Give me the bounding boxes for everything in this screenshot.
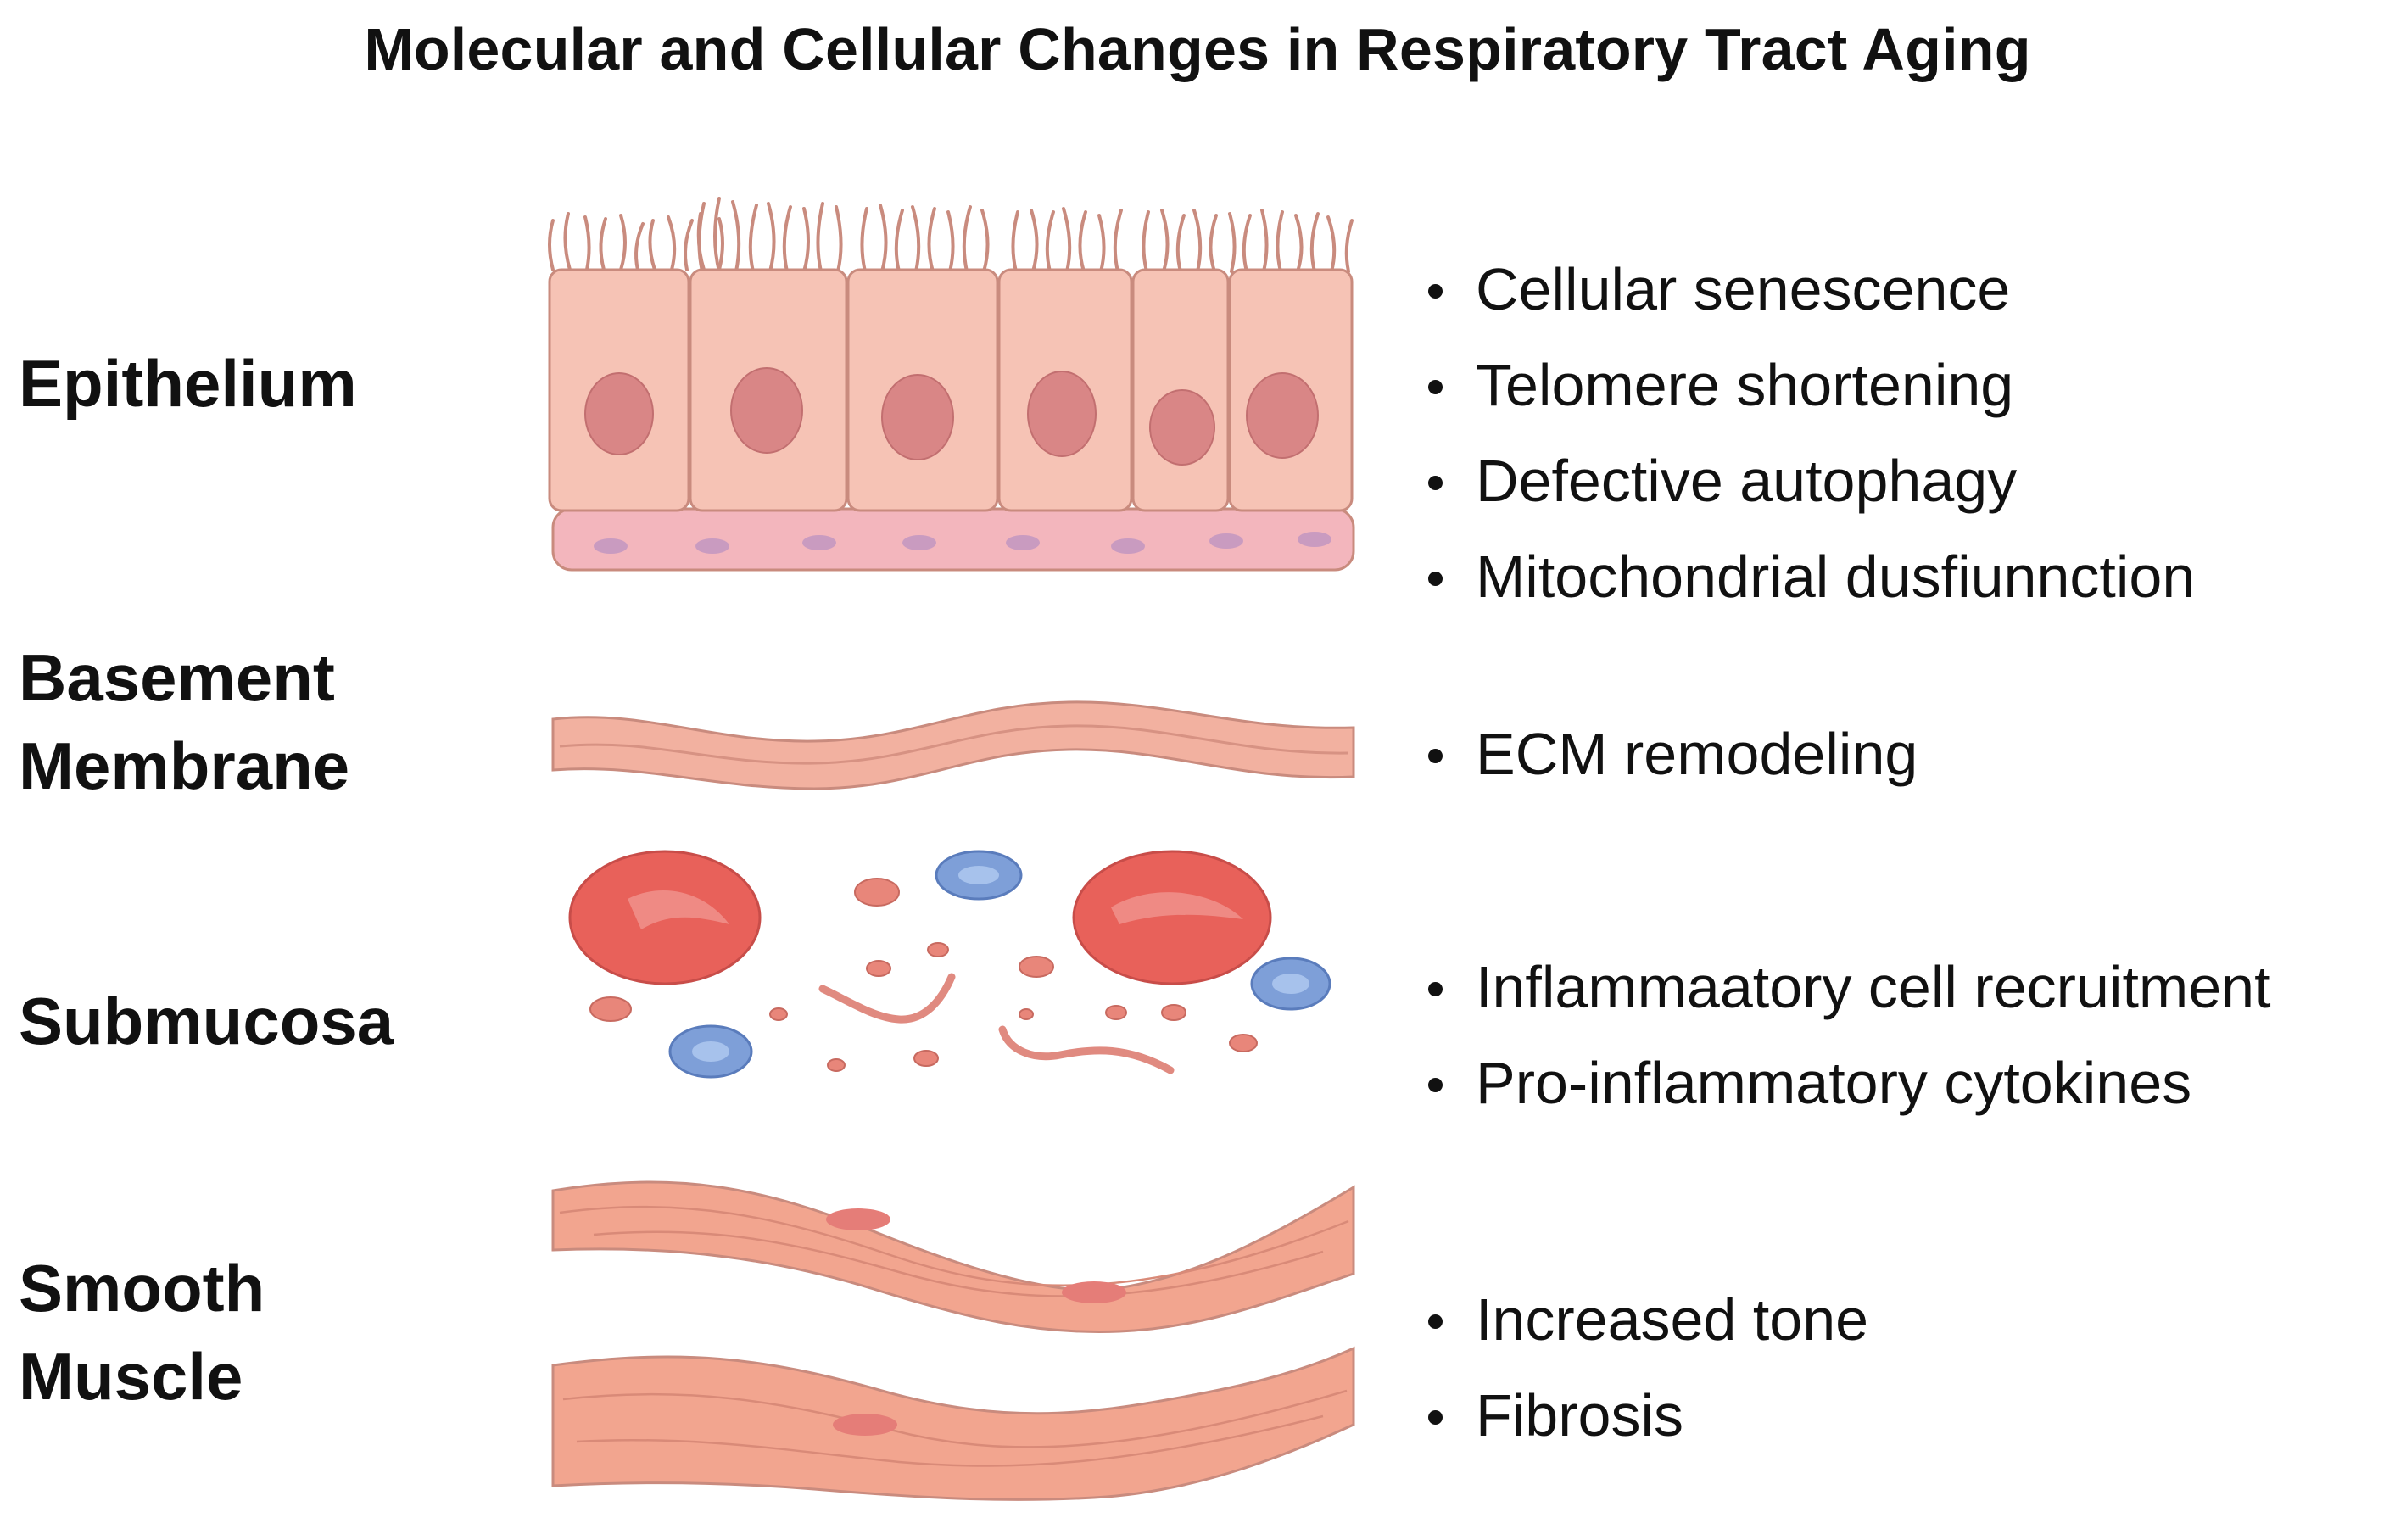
smooth-muscle-label-line-2: Muscle [19,1339,243,1414]
diagram-title: Molecular and Cellular Changes in Respir… [364,16,2031,82]
muscle-fiber [551,1180,1355,1333]
smooth-muscle-changes-list: Increased tone Fibrosis [1423,1272,1868,1464]
epithelium-changes-list: Cellular senescence Telomere shortening … [1423,242,2195,625]
submucosa-label-line: Submucosa [19,984,394,1058]
list-item: Inflammaatory cell recruitment [1423,940,2271,1035]
epithelial-cells [548,268,1354,512]
list-item: Increased tone [1423,1272,1868,1368]
list-item: ECM remodeling [1423,706,1918,802]
epithelium-label: Epithelium [19,339,357,427]
smooth-muscle-illustration [551,1180,1355,1501]
list-item: Pro-inflammatory cytokines [1423,1035,2271,1131]
list-item: Cellular senescence [1423,242,2195,338]
list-item: Mitochondrial dusfiunnction [1423,529,2195,625]
submucosa-label: Submucosa [19,977,394,1065]
smooth-muscle-label: Smooth Muscle [19,1244,265,1420]
list-item: Telomere shortening [1423,338,2195,433]
cell-nuclei [584,367,1319,466]
list-item: Fibrosis [1423,1368,1868,1464]
list-item: Defective autophagy [1423,433,2195,529]
muscle-fiber [551,1346,1355,1501]
basement-membrane-label: Basement Membrane [19,633,349,810]
red-blood-cell [1072,850,1272,985]
smooth-muscle-label-line-1: Smooth [19,1251,265,1325]
submucosa-changes-list: Inflammaatory cell recruitment Pro-infla… [1423,940,2271,1131]
basement-membrane-changes-list: ECM remodeling [1423,706,1918,802]
basement-membrane-label-line-2: Membrane [19,728,350,803]
basement-membrane-illustration [551,700,1355,790]
submucosa-illustration [568,850,1331,1079]
basement-membrane-label-line-1: Basement [19,640,335,715]
epithelium-illustration [548,197,1355,572]
cilia [548,197,1354,273]
epithelium-label-line: Epithelium [19,346,357,421]
